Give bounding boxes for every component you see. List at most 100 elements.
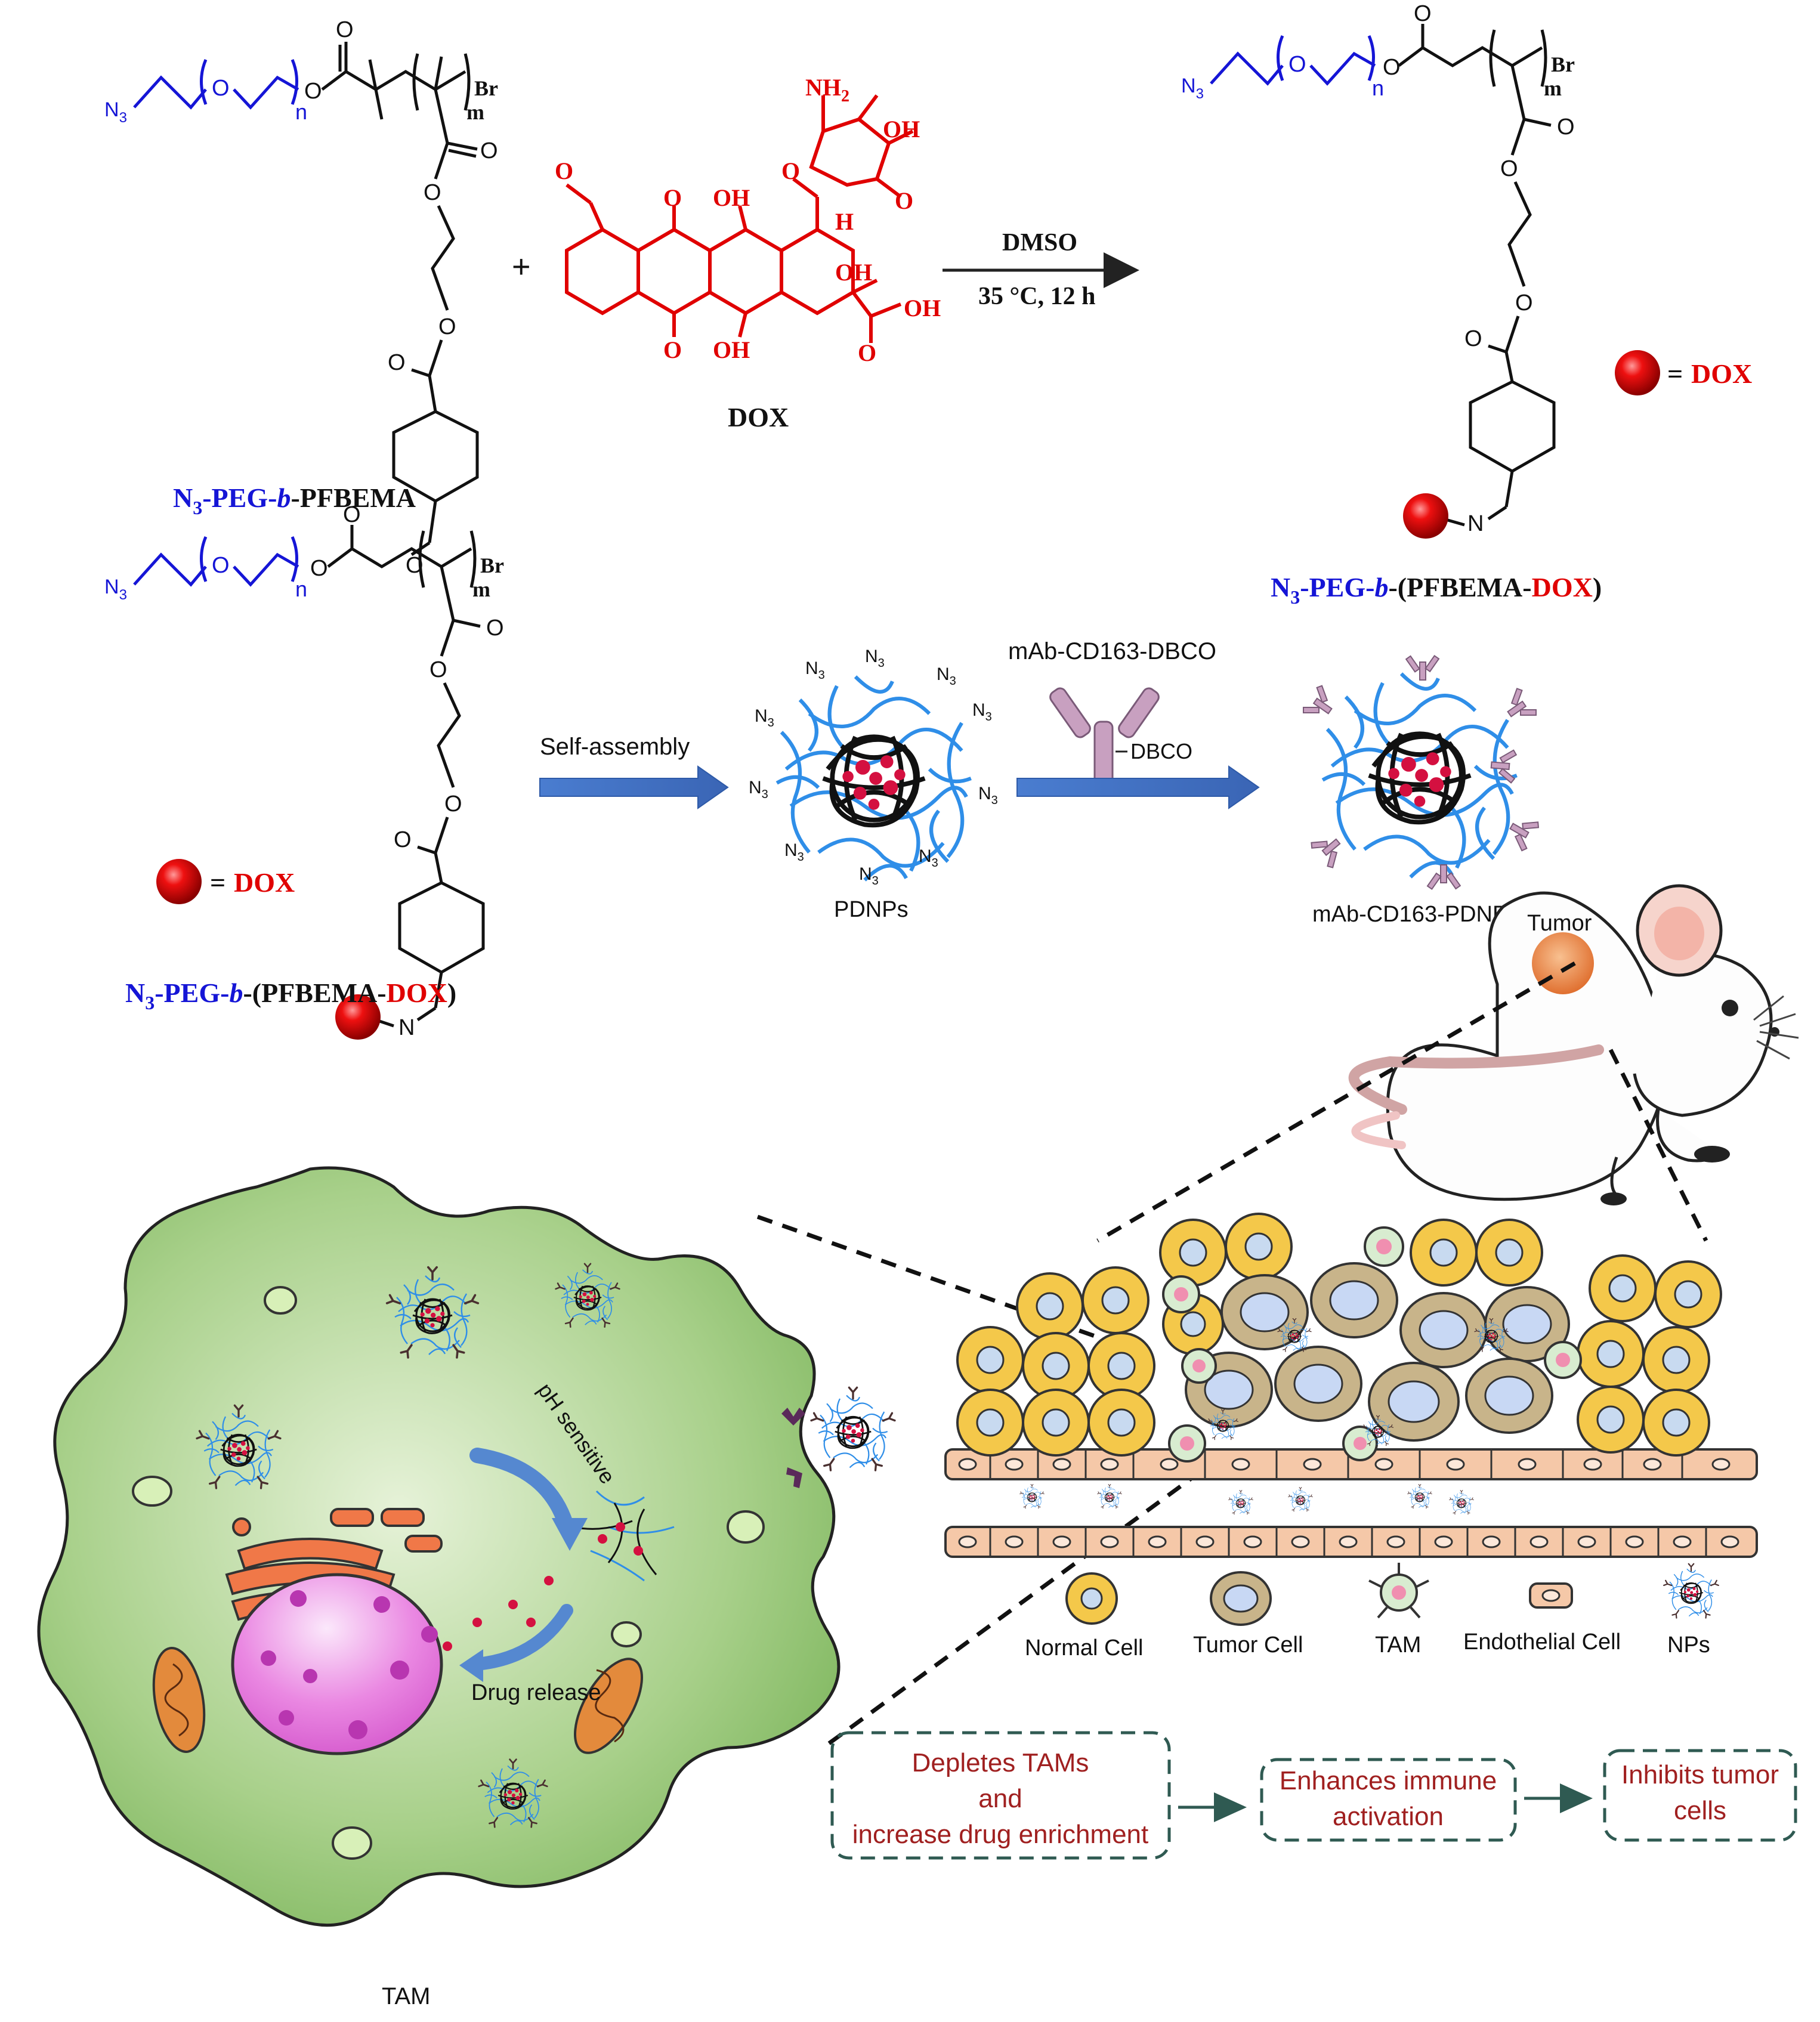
legend-nps: NPs	[1667, 1633, 1710, 1658]
plus-sign: +	[512, 249, 531, 285]
svg-text:H: H	[835, 208, 854, 235]
reagent-n3-peg-pfbema: N3 O n O O Br m O O O O O	[104, 17, 498, 578]
svg-text:Br: Br	[480, 554, 504, 577]
svg-text:N3: N3	[1181, 75, 1204, 102]
reagent-label: N3-PEG-b-PFBEMA	[173, 483, 416, 518]
tam-cell: pH sensitive Drug release TAM	[37, 1166, 841, 2009]
svg-text:m: m	[1544, 76, 1562, 100]
svg-text:activation: activation	[1333, 1802, 1444, 1831]
tumor-cells	[1185, 1262, 1570, 1442]
svg-text:N3: N3	[104, 576, 127, 603]
polymer-label: N3-PEG-b-(PFBEMA-DOX)	[125, 978, 456, 1013]
svg-text:N: N	[398, 1015, 415, 1040]
tumor-label: Tumor	[1527, 911, 1592, 936]
zoom-lines	[756, 961, 1708, 1749]
svg-text:N3: N3	[805, 658, 825, 682]
svg-text:O: O	[1383, 55, 1401, 80]
svg-text:mAb-CD163-DBCO: mAb-CD163-DBCO	[1008, 638, 1216, 664]
pdnps-n3-labels: N3 N3 N3 N3 N3 N3 N3 N3 N3 N3	[749, 647, 998, 888]
mab-pdnps-label: mAb-CD163-PDNPs	[1312, 902, 1519, 927]
svg-text:N3: N3	[972, 700, 992, 724]
mab-antibodies	[1303, 654, 1540, 891]
svg-text:Enhances immune: Enhances immune	[1280, 1766, 1497, 1795]
svg-text:O: O	[336, 17, 354, 42]
membrane-np	[781, 1387, 895, 1488]
svg-text:cells: cells	[1674, 1796, 1726, 1825]
mouse-illustration: Tumor	[1348, 884, 1799, 1205]
svg-text:Br: Br	[474, 76, 498, 100]
svg-text:N3: N3	[937, 664, 956, 688]
svg-text:O: O	[480, 138, 498, 163]
svg-text:Depletes TAMs: Depletes TAMs	[912, 1748, 1089, 1777]
svg-text:O: O	[1414, 1, 1432, 26]
svg-text:OH: OH	[713, 336, 750, 363]
svg-text:O: O	[1464, 326, 1482, 351]
reaction-arrow: DMSO 35 °C, 12 h	[943, 229, 1139, 310]
legend-tumor-cell: Tumor Cell	[1193, 1633, 1303, 1658]
svg-text:O: O	[555, 157, 573, 184]
svg-text:m: m	[466, 100, 484, 124]
outcome-flow: Depletes TAMs and increase drug enrichme…	[830, 1731, 1797, 1860]
polymer-dox-structure: N3 O n O O Br m O O O O N N3-PEG-b-(PFBE…	[104, 502, 504, 1040]
svg-text:O: O	[388, 350, 406, 375]
flow-box-depletes-tams	[830, 1731, 1171, 1860]
svg-text:O: O	[438, 314, 456, 339]
svg-text:Inhibits tumor: Inhibits tumor	[1621, 1760, 1779, 1789]
svg-text:n: n	[1372, 76, 1384, 100]
svg-text:N: N	[1467, 511, 1484, 536]
svg-text:=: =	[210, 867, 225, 898]
pdnps-particle	[777, 677, 971, 880]
svg-text:O: O	[781, 157, 800, 184]
legend-endothelial-cell: Endothelial Cell	[1463, 1630, 1621, 1655]
dox-molecule	[565, 94, 914, 343]
svg-text:N3: N3	[978, 784, 998, 807]
dox-legend-left: = DOX	[156, 859, 295, 904]
svg-text:O: O	[212, 553, 230, 578]
dox-ball	[1403, 493, 1448, 539]
svg-text:n: n	[295, 100, 307, 124]
svg-text:O: O	[1288, 52, 1306, 77]
mitochondria	[152, 1647, 643, 1754]
product-label: N3-PEG-b-(PFBEMA-DOX)	[1271, 572, 1602, 608]
svg-text:O: O	[1500, 156, 1518, 181]
svg-text:N3: N3	[784, 840, 804, 864]
svg-text:O: O	[895, 187, 913, 214]
svg-text:O: O	[663, 336, 682, 363]
legend-normal-cell: Normal Cell	[1025, 1635, 1143, 1661]
svg-text:Br: Br	[1551, 52, 1575, 76]
svg-text:OH: OH	[883, 116, 920, 143]
legend-tam: TAM	[1375, 1633, 1421, 1658]
svg-text:Self-assembly: Self-assembly	[540, 734, 690, 760]
dox-label: DOX	[728, 402, 789, 432]
tumor-tissue	[944, 1213, 1758, 1558]
svg-text:O: O	[424, 180, 441, 205]
svg-text:O: O	[444, 792, 462, 817]
tissue-legend: Normal Cell Tumor Cell TAM Endothelial C…	[1025, 1563, 1719, 1661]
svg-text:increase drug enrichment: increase drug enrichment	[852, 1820, 1148, 1849]
svg-text:n: n	[295, 577, 307, 601]
svg-text:O: O	[343, 502, 361, 527]
svg-text:DOX: DOX	[1691, 358, 1752, 389]
svg-text:O: O	[212, 76, 230, 101]
svg-text:N3: N3	[859, 864, 879, 888]
drug-release-label: Drug release	[471, 1680, 601, 1705]
product-structure: N3 O n O O Br m O O O O N N3-PEG-b-(PFBE…	[1181, 1, 1602, 608]
svg-text:O: O	[486, 616, 504, 641]
svg-text:O: O	[304, 79, 322, 104]
svg-text:OH: OH	[713, 184, 750, 211]
svg-text:O: O	[1557, 115, 1575, 140]
nucleus	[231, 1573, 443, 1755]
n3-atom: N3	[104, 98, 127, 126]
svg-text:O: O	[394, 827, 412, 852]
svg-text:O: O	[858, 339, 876, 366]
condition-solvent: DMSO	[1002, 229, 1077, 256]
svg-text:DBCO: DBCO	[1130, 739, 1192, 763]
self-assembly-arrow: Self-assembly	[539, 734, 729, 809]
svg-text:O: O	[1515, 290, 1533, 316]
svg-text:N3: N3	[749, 778, 768, 801]
dox-atom-labels: O O O OH OH O OH H O OH NH2 OH O	[555, 74, 941, 366]
flow-box-immune-activation	[1260, 1758, 1517, 1842]
flow-box-inhibits-tumor	[1603, 1749, 1797, 1842]
svg-text:N3: N3	[865, 647, 885, 670]
svg-text:OH: OH	[904, 295, 941, 321]
